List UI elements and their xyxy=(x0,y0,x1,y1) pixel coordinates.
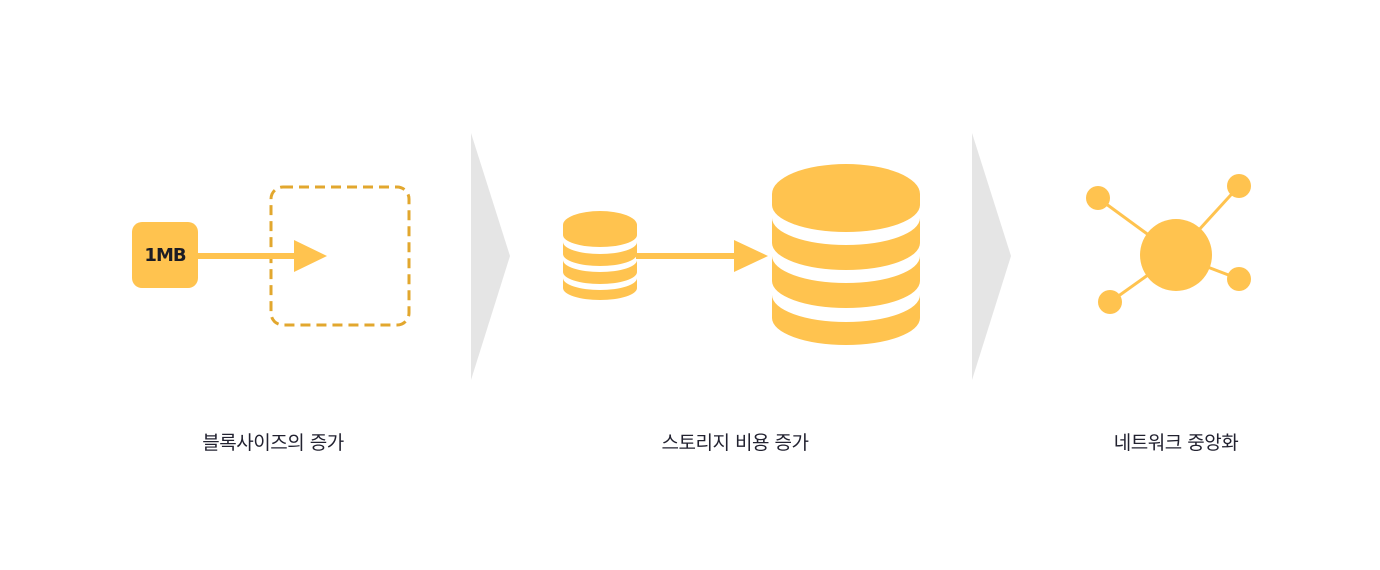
block-size-badge: 1MB xyxy=(132,222,198,288)
arrow-head-icon xyxy=(294,240,327,272)
arrow-shaft xyxy=(636,253,738,259)
block-expand-icon xyxy=(196,185,411,327)
step-caption-storage-cost: 스토리지 비용 증가 xyxy=(661,432,809,454)
large-database-icon xyxy=(772,164,920,345)
block-size-label: 1MB xyxy=(144,244,186,266)
step-caption-network-centralization: 네트워크 중앙화 xyxy=(1113,432,1239,454)
small-database-icon xyxy=(563,211,637,300)
network-hub-icon xyxy=(1086,174,1251,314)
chevron-right-icon xyxy=(471,133,510,380)
step-caption-block-size: 블록사이즈의 증가 xyxy=(202,432,344,454)
database-growth-icon xyxy=(563,164,920,345)
chevron-right-icon xyxy=(972,133,1011,380)
arrow-head-icon xyxy=(734,240,768,272)
arrow-shaft xyxy=(196,253,298,259)
